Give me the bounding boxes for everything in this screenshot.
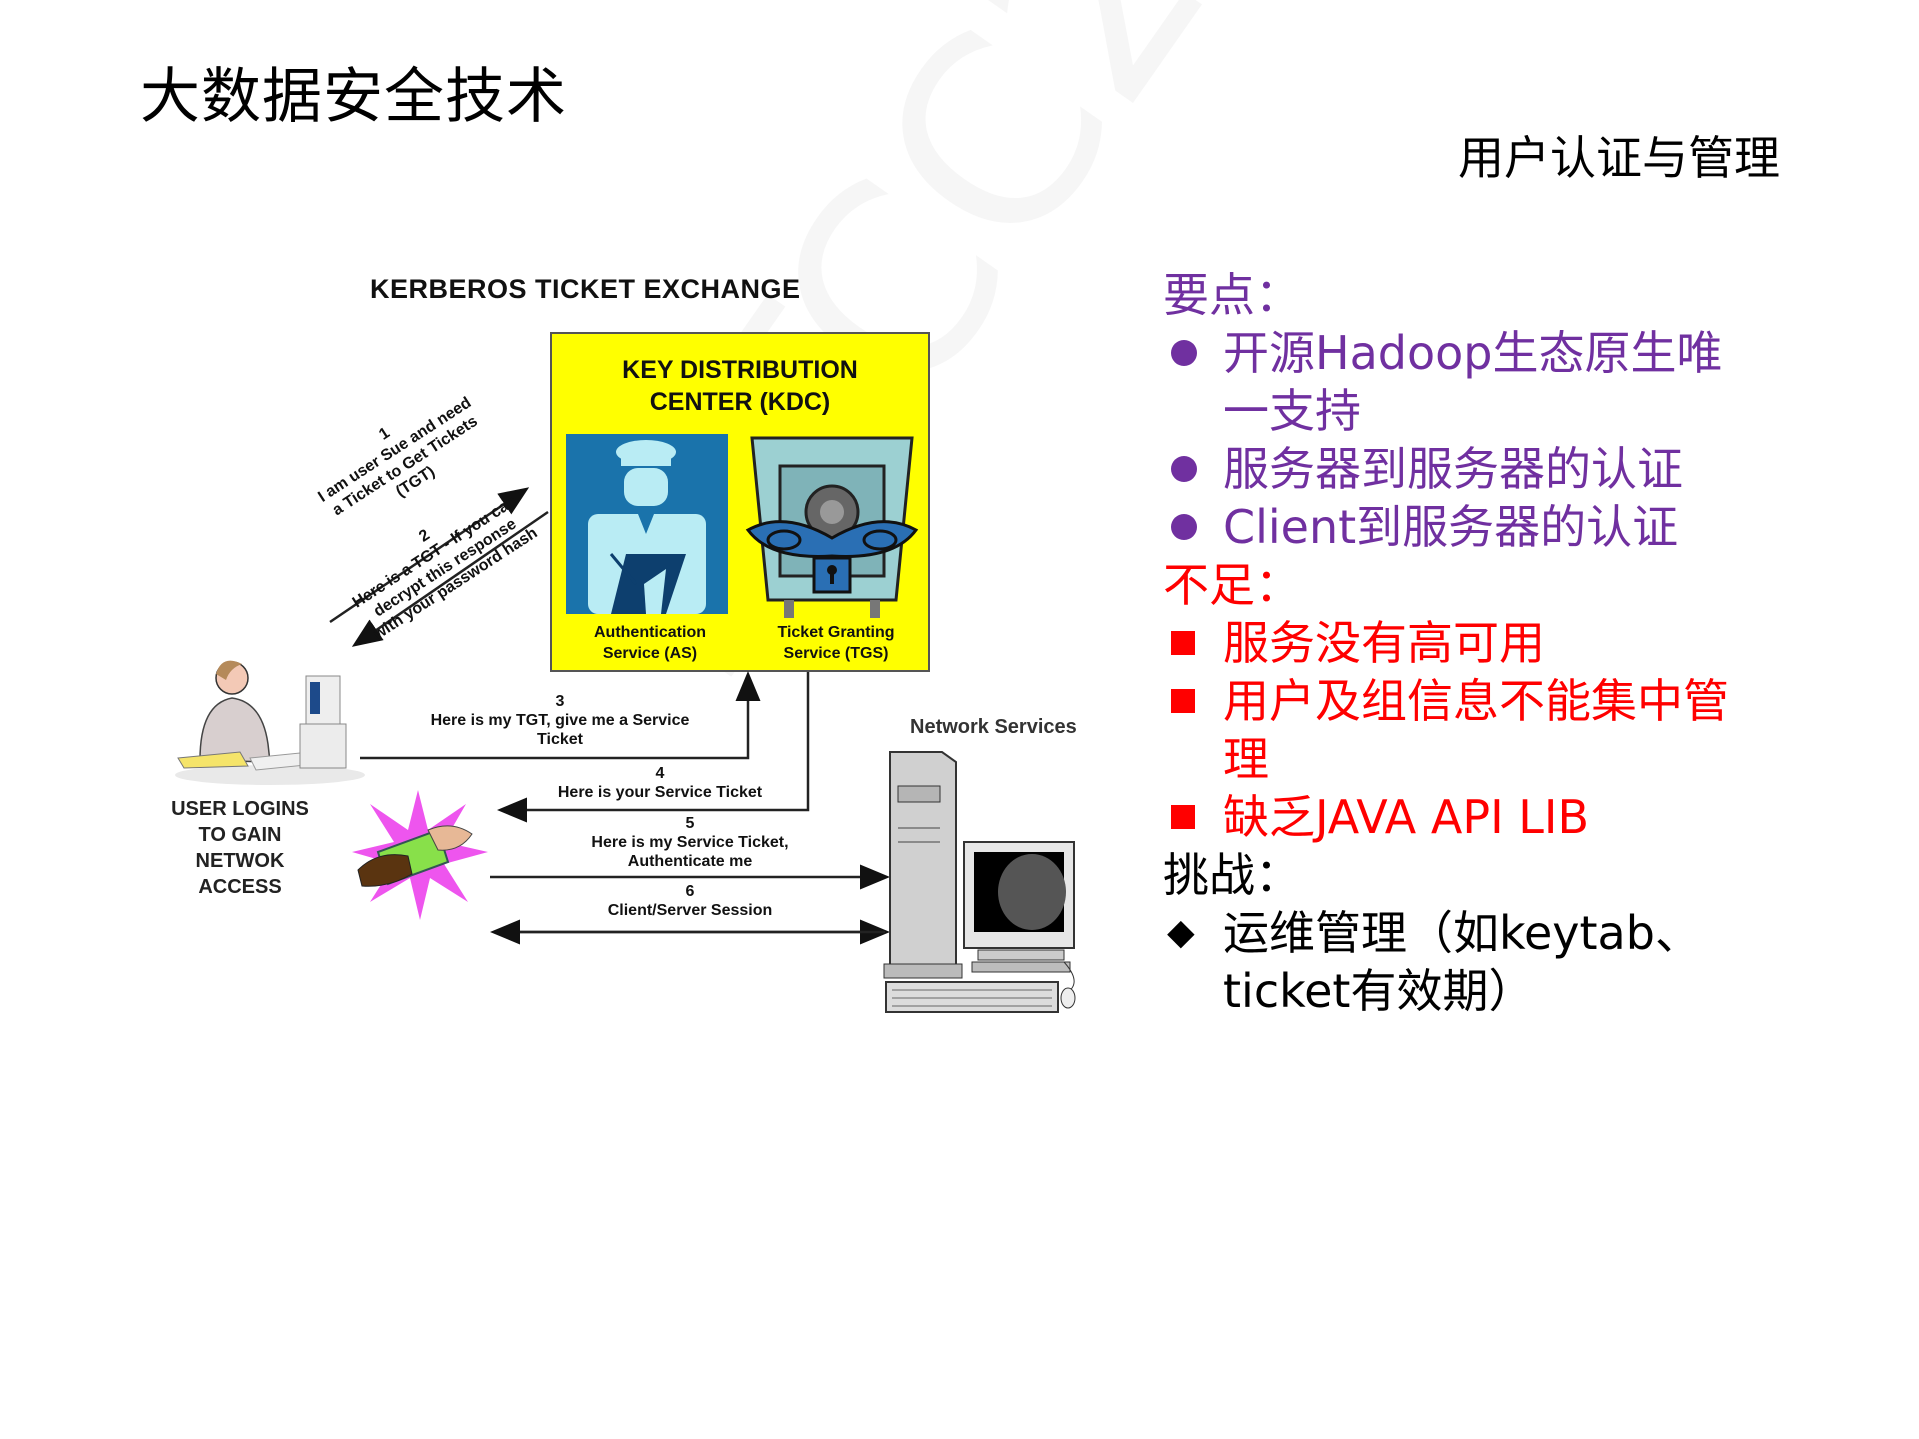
bullet-diamond-icon: ◆ <box>1167 912 1195 953</box>
tgs-label-line2: Service (TGS) <box>783 645 889 662</box>
key-item: 开源Hadoop生态原生唯 一支持 <box>1163 324 1883 440</box>
step-3-line1: Here is my TGT, give me a Service <box>430 712 690 729</box>
key-points: 要点： 开源Hadoop生态原生唯 一支持 服务器到服务器的认证 Client到… <box>1163 266 1883 1020</box>
step-3-line2: Ticket <box>537 731 583 748</box>
ticket-handoff-icon <box>348 790 488 920</box>
user-caption-line4: ACCESS <box>198 876 282 898</box>
bullet-dot-icon <box>1171 514 1197 540</box>
short-item-1: 服务没有高可用 <box>1223 616 1545 670</box>
step-3-number: 3 <box>555 693 565 710</box>
step-5-line2: Authenticate me <box>627 853 753 870</box>
diagram-title: KERBEROS TICKET EXCHANGE <box>370 274 801 304</box>
user-caption: USER LOGINS TO GAIN NETWOK ACCESS <box>150 796 330 900</box>
user-caption-line1: USER LOGINS <box>171 798 309 820</box>
network-services-caption: Network Services <box>910 716 1077 738</box>
step-4-number: 4 <box>655 765 665 782</box>
key-item-3: Client到服务器的认证 <box>1223 500 1679 554</box>
key-item-1-line1: 开源Hadoop生态原生唯 <box>1223 326 1723 380</box>
bullet-square-icon <box>1171 805 1195 829</box>
kdc-box: KEY DISTRIBUTION CENTER (KDC) <box>550 332 930 672</box>
step-5-line1: Here is my Service Ticket, <box>591 834 789 851</box>
kdc-title-line1: KEY DISTRIBUTION <box>622 356 858 384</box>
bullet-square-icon <box>1171 631 1195 655</box>
challenge-item-1-line1: 运维管理（如keytab、 <box>1223 906 1701 960</box>
short-item-2-line1: 用户及组信息不能集中管 <box>1223 674 1729 728</box>
challenge-item: ◆ 运维管理（如keytab、 ticket有效期） <box>1163 904 1883 1020</box>
key-item-1-line2: 一支持 <box>1223 384 1361 438</box>
slide-title: 大数据安全技术 <box>140 62 567 132</box>
bullet-square-icon <box>1171 689 1195 713</box>
short-item-2-line2: 理 <box>1223 732 1269 786</box>
heading-challenges: 挑战： <box>1163 848 1301 902</box>
tgs-label: Ticket Granting Service (TGS) <box>748 622 924 664</box>
step-6-number: 6 <box>685 883 695 900</box>
kdc-title: KEY DISTRIBUTION CENTER (KDC) <box>552 354 928 418</box>
key-item: 服务器到服务器的认证 <box>1163 440 1883 498</box>
as-label: Authentication Service (AS) <box>570 622 730 664</box>
step-5-label: 5 Here is my Service Ticket, Authenticat… <box>550 814 830 871</box>
kerberos-diagram: KERBEROS TICKET EXCHANGE KEY DISTRIBUTIO… <box>150 260 1110 1040</box>
user-caption-line2: TO GAIN <box>198 824 282 846</box>
step-3-label: 3 Here is my TGT, give me a Service Tick… <box>400 692 720 749</box>
chained-safe-icon <box>744 430 920 620</box>
short-item: 缺乏JAVA API LIB <box>1163 788 1883 846</box>
short-item-3: 缺乏JAVA API LIB <box>1223 790 1590 844</box>
arrows <box>329 487 890 945</box>
heading-shortcomings: 不足： <box>1163 558 1301 612</box>
key-item-2: 服务器到服务器的认证 <box>1223 442 1683 496</box>
step-4-line1: Here is your Service Ticket <box>557 784 763 801</box>
as-label-line1: Authentication <box>594 624 706 641</box>
short-item: 用户及组信息不能集中管 理 <box>1163 672 1883 788</box>
server-computer-icon <box>882 746 1082 1026</box>
step-4-label: 4 Here is your Service Ticket <box>520 764 800 802</box>
step-5-number: 5 <box>685 815 695 832</box>
user-caption-line3: NETWOK <box>195 850 285 872</box>
slide-subtitle: 用户认证与管理 <box>1458 131 1780 185</box>
step-6-label: 6 Client/Server Session <box>570 882 810 920</box>
challenge-item-1-line2: ticket有效期） <box>1223 964 1535 1018</box>
kdc-title-line2: CENTER (KDC) <box>649 388 831 416</box>
heading-key-points: 要点： <box>1163 268 1301 322</box>
guard-icon <box>566 434 728 614</box>
as-label-line2: Service (AS) <box>602 645 698 662</box>
tgs-label-line1: Ticket Granting <box>777 624 895 641</box>
bullet-dot-icon <box>1171 456 1197 482</box>
key-item: Client到服务器的认证 <box>1163 498 1883 556</box>
step-6-line1: Client/Server Session <box>607 902 773 919</box>
bullet-dot-icon <box>1171 340 1197 366</box>
short-item: 服务没有高可用 <box>1163 614 1883 672</box>
user-workstation-icon <box>170 640 370 790</box>
